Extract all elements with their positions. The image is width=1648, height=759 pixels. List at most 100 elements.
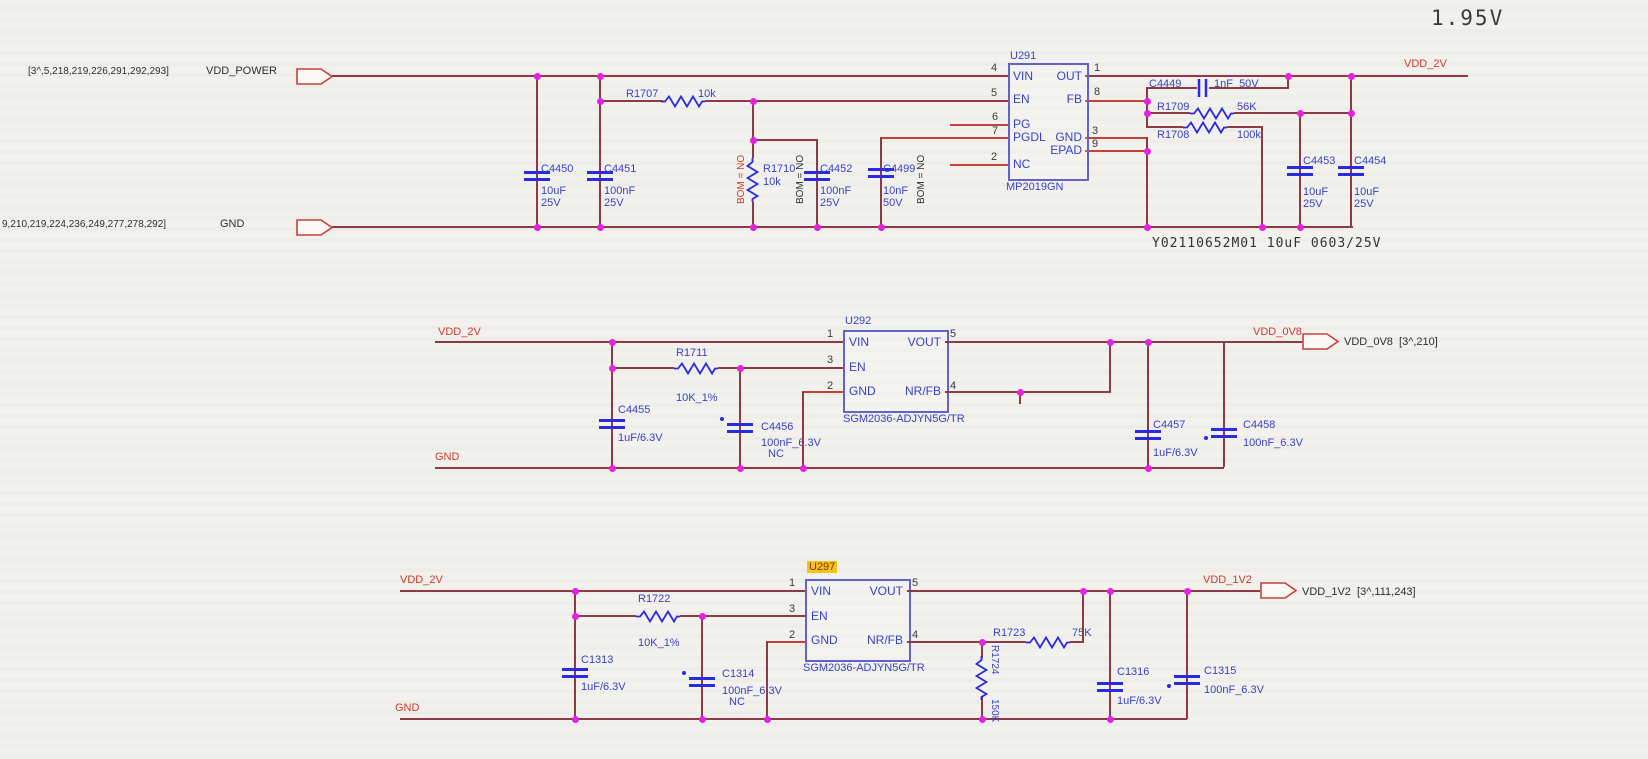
junction-dot [609, 365, 616, 372]
junction-dot [1017, 389, 1024, 396]
pin-number: 3 [789, 603, 796, 615]
junction-dot [609, 465, 616, 472]
wire [1234, 112, 1351, 114]
output-port-icon [1260, 582, 1298, 599]
wire [1223, 341, 1225, 467]
wire [752, 139, 817, 141]
capacitor-C4454 [1338, 166, 1364, 180]
net-label-vdd0v8: VDD_0V8 [1253, 326, 1302, 338]
wire [1261, 126, 1263, 228]
value: 10k [698, 88, 716, 100]
value: 75K [1072, 627, 1092, 639]
value: 10k [763, 176, 781, 188]
value: 1uF/6.3V [1117, 695, 1162, 707]
capacitor-C4453 [1287, 166, 1313, 180]
wire [981, 641, 983, 658]
pin-name: VIN [811, 584, 832, 598]
pin-number: 2 [827, 380, 834, 392]
wire [981, 696, 983, 719]
junction-dot [1144, 224, 1151, 231]
capacitor-C1316 [1097, 682, 1123, 696]
pin-name: GND [1055, 130, 1082, 144]
pin-number: 5 [991, 87, 998, 99]
capacitor-C4452 [804, 171, 830, 185]
capacitor-C4456 [727, 423, 753, 437]
wire [1070, 641, 1084, 643]
wire [611, 367, 674, 369]
junction-dot [814, 224, 821, 231]
pin-number: 4 [912, 629, 919, 641]
junction-dot [699, 716, 706, 723]
value: 25V [541, 197, 561, 209]
junction-dot [1348, 73, 1355, 80]
value: 50V [883, 197, 903, 209]
capacitor-C1315 [1174, 675, 1200, 689]
wire [803, 391, 843, 393]
junction-dot [597, 224, 604, 231]
pin-number: 9 [1092, 138, 1099, 150]
wire [611, 341, 613, 467]
gnd-port-label: GND [220, 218, 245, 230]
resistor-R1708 [1183, 121, 1227, 134]
ref-des: R1707 [626, 88, 659, 100]
ic-U292 [843, 330, 949, 413]
value: 10K_1% [676, 392, 718, 404]
junction-dot [764, 716, 771, 723]
ref-des: C4458 [1243, 419, 1276, 431]
ref-des: C4457 [1153, 419, 1186, 431]
wire [1147, 341, 1149, 467]
value: 25V [1303, 198, 1323, 210]
ref-des: R1709 [1157, 101, 1190, 113]
capacitor-C4457 [1135, 430, 1161, 444]
wire [1109, 341, 1111, 393]
junction-dot [979, 716, 986, 723]
net-label-vdd2v: VDD_2V [438, 326, 481, 338]
wire [600, 100, 663, 102]
value: 10nF [883, 185, 909, 197]
value: 1nF 50V [1214, 78, 1259, 90]
ref-des: C4499 [883, 163, 916, 175]
ref-des: C4454 [1354, 155, 1387, 167]
capacitor-C1314 [689, 677, 715, 691]
wire [1287, 75, 1289, 89]
pin-name: EN [1013, 92, 1030, 106]
wire [574, 590, 576, 719]
pin-number: 1 [1094, 62, 1101, 74]
wire [752, 100, 754, 158]
pin-name: EPAD [1050, 143, 1082, 157]
ic-U291 [1008, 63, 1089, 181]
wire [1146, 87, 1148, 128]
ref-des: C1315 [1204, 665, 1237, 677]
pin-name: FB [1066, 92, 1082, 106]
value: 10K_1% [638, 637, 680, 649]
junction-dot [1144, 110, 1151, 117]
ic-ref-highlighted: U297 [807, 561, 838, 573]
ref-des: C4449 [1149, 78, 1182, 90]
junction-dot [1107, 716, 1114, 723]
value: 100nF_6.3V [761, 437, 821, 449]
junction-dot [1297, 224, 1304, 231]
resistor-R1711 [674, 362, 718, 375]
ref-des: R1710 [763, 163, 796, 175]
wire [752, 202, 754, 228]
pin-number: 8 [1094, 86, 1101, 98]
value: 10uF [1303, 186, 1329, 198]
ic-part-number: MP2019GN [1006, 181, 1064, 193]
wire [701, 615, 703, 719]
pin-name: PG [1013, 117, 1031, 131]
wire [1299, 112, 1301, 228]
junction-dot [699, 613, 706, 620]
pin-name: EN [811, 609, 828, 623]
pin-name: NR/FB [905, 384, 941, 398]
wire [767, 641, 805, 643]
junction-dot [609, 339, 616, 346]
wire [435, 467, 1224, 469]
net-label-vdd2v: VDD_2V [400, 574, 443, 586]
value: 100nF_6.3V [1243, 437, 1303, 449]
wire [400, 590, 805, 592]
junction-dot [979, 639, 986, 646]
junction-dot [1285, 73, 1292, 80]
ref-des: C4452 [820, 163, 853, 175]
polarity-dot [720, 417, 724, 421]
wire [680, 615, 805, 617]
